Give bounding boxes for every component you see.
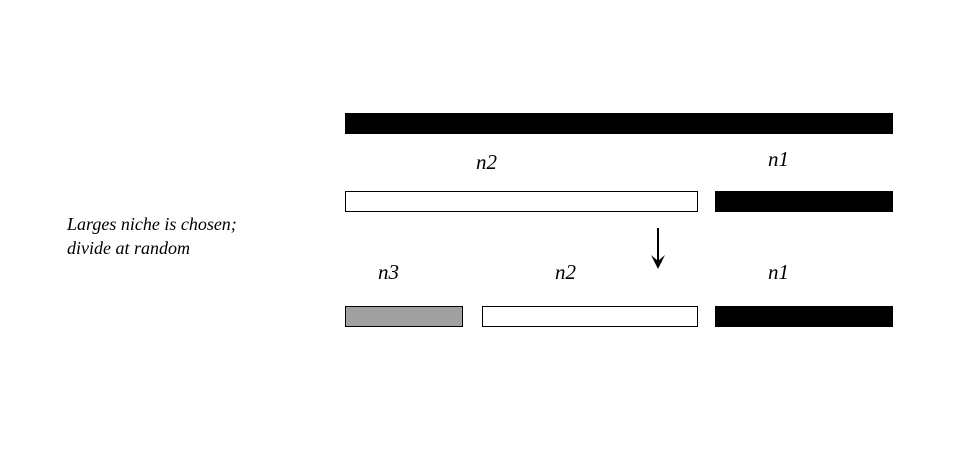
caption-line-2: divide at random xyxy=(67,238,190,258)
row2-n3-bar xyxy=(345,306,463,327)
row2-n3-label: n3 xyxy=(378,260,399,284)
row2-n2-bar xyxy=(482,306,698,327)
down-arrow-icon xyxy=(651,228,665,269)
caption: Larges niche is chosen; divide at random xyxy=(67,212,237,260)
full-niche-bar xyxy=(345,113,893,134)
row1-n2-bar xyxy=(345,191,698,212)
caption-line-1: Larges niche is chosen; xyxy=(67,214,237,234)
row2-n1-bar xyxy=(715,306,893,327)
row2-n1-label: n1 xyxy=(768,260,789,284)
row1-n1-label: n1 xyxy=(768,147,789,171)
row1-n2-label: n2 xyxy=(476,150,497,174)
row1-n1-bar xyxy=(715,191,893,212)
row2-n2-label: n2 xyxy=(555,260,576,284)
